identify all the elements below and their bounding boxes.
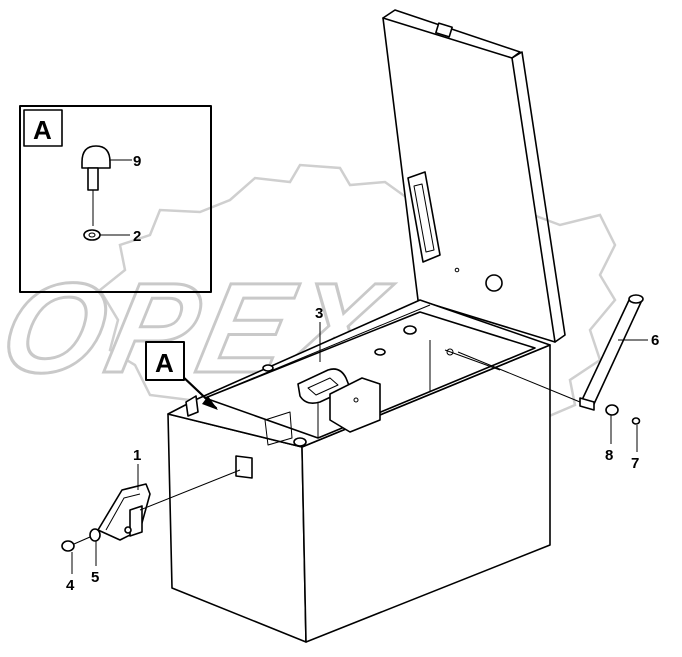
watermark-text: OPEX xyxy=(0,257,401,399)
callout-5: 5 xyxy=(91,569,99,586)
callout-9: 9 xyxy=(133,153,141,170)
stay-rod xyxy=(457,294,644,425)
box-lid xyxy=(382,9,566,343)
callout-4: 4 xyxy=(66,577,75,594)
watermark: OPEX xyxy=(0,163,617,457)
detail-view-a: A 9 2 xyxy=(19,105,212,293)
storage-box xyxy=(167,299,551,643)
callout-leaders xyxy=(71,322,648,574)
detail-label-box xyxy=(23,109,63,147)
knob-part xyxy=(81,145,111,226)
nut-part xyxy=(83,229,101,241)
latch-assembly xyxy=(61,469,241,552)
view-marker-a: A xyxy=(145,341,218,410)
view-marker-label: A xyxy=(155,348,174,378)
callout-2: 2 xyxy=(133,228,141,245)
detail-label: A xyxy=(33,115,52,145)
callout-8: 8 xyxy=(605,447,613,464)
callout-3: 3 xyxy=(315,305,323,322)
callout-1: 1 xyxy=(133,447,141,464)
callout-6: 6 xyxy=(651,332,659,349)
callout-7: 7 xyxy=(631,455,639,472)
